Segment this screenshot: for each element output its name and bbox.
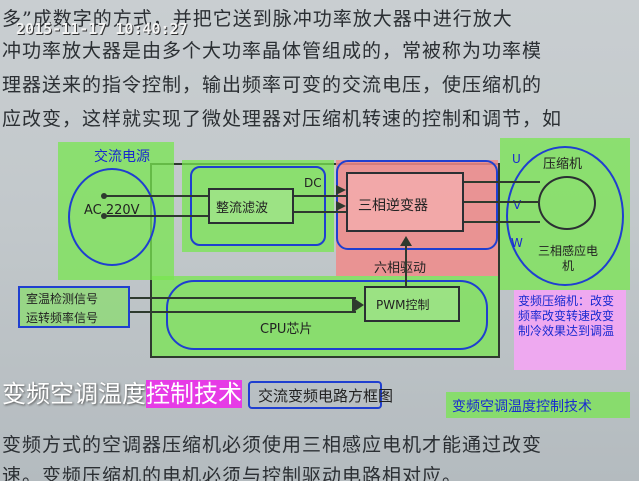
cpu-outline [166,280,488,350]
rectifier-outline [190,166,326,246]
ac-voltage-label: AC 220V [84,203,140,218]
phase-u-label: U [512,152,521,166]
signal-box [18,286,130,328]
rectifier-label: 整流滤波 [216,201,269,216]
compressor-outline [506,146,624,286]
book-line-2: 冲功率放大器是由多个大功率晶体管组成的，常被称为功率模 [2,40,543,62]
pwm-block [364,286,460,322]
compressor-label: 压缩机 [543,157,583,172]
signal-temp-label: 室温检测信号 [26,292,99,306]
phase-w-label: W [511,236,523,250]
dc-label: DC [304,176,322,190]
cpu-highlight [152,276,498,356]
overlay-big-title: 变频空调温度控制技术 [2,374,242,409]
note-highlight [514,290,626,370]
overlay-big-title-part1: 变频空调温度 [2,380,146,408]
diagram-frame-bottom [150,356,500,358]
overlay-big-title-part2: 控制技术 [146,380,242,408]
diagram-caption: 交流变频电路方框图 [258,387,394,405]
bottom-line-1: 变频方式的空调器压缩机必须使用三相感应电机才能通过改变 [2,434,543,456]
signal-freq-label: 运转频率信号 [26,311,99,325]
corner-title: 变频空调温度控制技术 [452,399,592,415]
camera-timestamp: 2015-11-17 10:40:27 [16,20,188,38]
book-line-4: 应改变，这样就实现了微处理器对压缩机转速的控制和调节，如 [2,108,563,130]
motor-label: 三相感应电机 [537,244,598,273]
phase-v-label: V [513,198,522,212]
rectifier-highlight [182,160,334,252]
bottom-line-2: 速。变频压缩机的电机必须与控制驱动电路相对应。 [2,465,463,481]
book-line-3: 理器送来的指令控制，输出频率可变的交流电压，使压缩机的 [2,74,543,96]
rectifier-block [208,188,294,224]
six-phase-label: 六相驱动 [374,261,427,276]
ac-source-title: 交流电源 [94,149,150,165]
book-line-1: 多”成数字的方式，并把它送到脉冲功率放大器中进行放大 [2,8,513,30]
inverter-block [346,172,464,232]
diagram-frame-right [498,163,500,358]
corner-title-highlight [446,392,630,418]
inverter-label: 三相逆变器 [358,198,428,214]
cpu-label: CPU芯片 [260,322,313,337]
pwm-label: PWM控制 [376,298,430,312]
caption-outline [248,381,382,409]
note-text: 变频压缩机：改变频率改变转速改变制冷效果达到调温 [518,294,615,338]
inverter-highlight [336,160,498,276]
